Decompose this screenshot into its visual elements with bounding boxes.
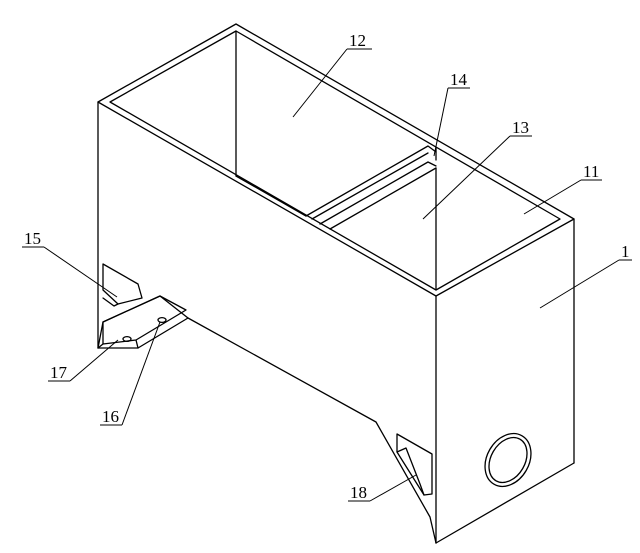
callout-14: 14 [433, 70, 470, 157]
callout-11: 11 [523, 162, 602, 215]
front-bracket [97, 295, 189, 349]
label-18: 18 [350, 483, 367, 502]
callout-13: 13 [422, 118, 532, 220]
top-rim [97, 23, 575, 297]
label-13: 13 [512, 118, 529, 137]
box-body [97, 101, 575, 544]
label-16: 16 [102, 407, 119, 426]
label-15: 15 [24, 229, 41, 248]
bracket-hole [157, 316, 167, 324]
label-14: 14 [450, 70, 468, 89]
label-11: 11 [583, 162, 599, 181]
round-port [484, 432, 532, 488]
callout-16: 16 [100, 321, 161, 426]
partition [305, 145, 437, 291]
callout-1: 1 [539, 242, 632, 309]
label-1: 1 [621, 242, 630, 261]
inner-floor-edge [235, 175, 307, 217]
callout-17: 17 [48, 339, 119, 382]
label-12: 12 [349, 31, 366, 50]
side-lug [102, 263, 143, 307]
callout-15: 15 [22, 229, 118, 298]
callout-12: 12 [292, 31, 372, 118]
bracket-hole [122, 335, 132, 343]
lower-lug [396, 433, 433, 496]
callout-18: 18 [348, 474, 417, 502]
label-17: 17 [50, 363, 68, 382]
